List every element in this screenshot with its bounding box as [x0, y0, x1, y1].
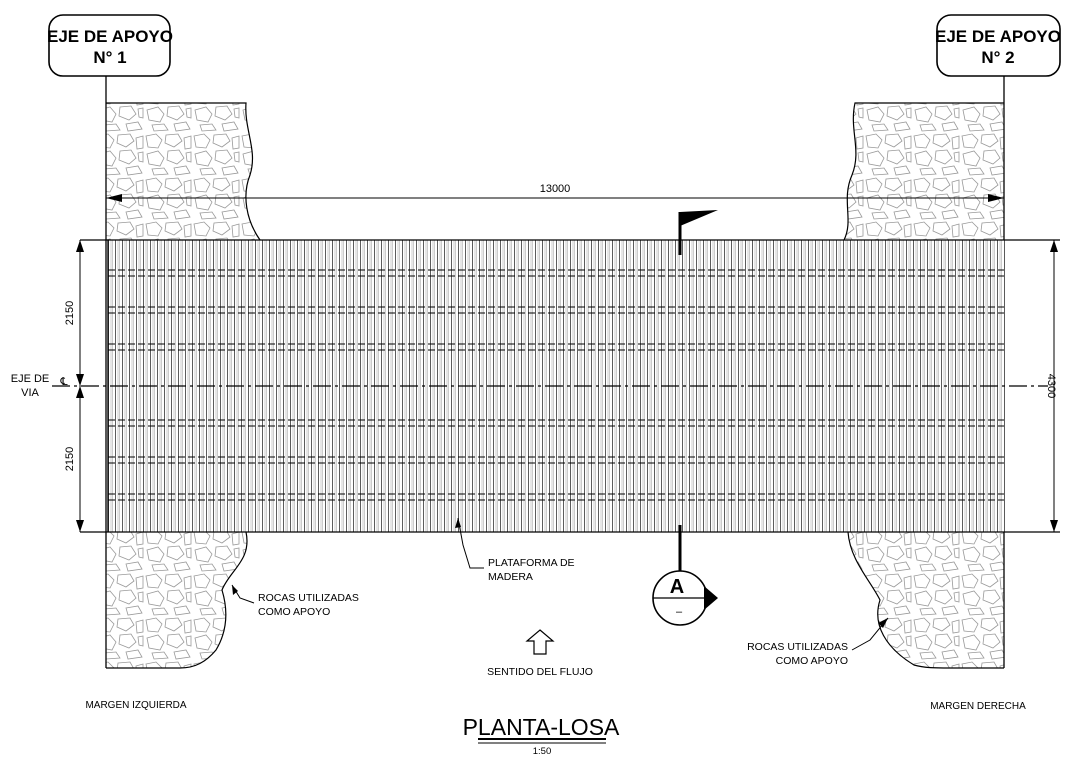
drawing-scale: 1:50: [533, 746, 552, 757]
platform-annotation-line2: MADERA: [488, 571, 533, 583]
total-width-value: 4300: [1045, 374, 1057, 398]
span-dimension-value: 13000: [540, 183, 571, 195]
section-marker-a: A –: [652, 525, 718, 626]
rock-support-top-left: [106, 102, 261, 241]
flow-direction-label: SENTIDO DEL FLUJO: [487, 666, 593, 678]
section-marker-letter: A: [670, 576, 684, 598]
rocks-annotation-left-line2: COMO APOYO: [258, 606, 330, 618]
half-width-top-value: 2150: [64, 301, 76, 325]
axis-label-line2: VIA: [21, 387, 39, 399]
rocks-annotation-left: ROCAS UTILIZADAS COMO APOYO: [231, 584, 359, 618]
platform-annotation: PLATAFORMA DE MADERA: [455, 517, 575, 583]
tag-number: N° 1: [93, 48, 126, 67]
tag-number: N° 2: [981, 48, 1014, 67]
rock-support-bottom-left: [106, 531, 248, 669]
span-dimension: 13000: [106, 183, 1004, 202]
platform-annotation-line1: PLATAFORMA DE: [488, 557, 575, 569]
road-axis-label: EJE DE VIA ℄: [11, 373, 68, 399]
section-cut-flag: [678, 210, 718, 255]
rocks-annotation-right-line1: ROCAS UTILIZADAS: [747, 641, 848, 653]
tag-frame: [936, 14, 1061, 77]
drawing-title-block: PLANTA-LOSA 1:50: [463, 714, 620, 757]
rocks-annotation-right-line2: COMO APOYO: [776, 655, 848, 667]
rocks-annotation-right: ROCAS UTILIZADAS COMO APOYO: [747, 617, 889, 667]
support-axis-tag-2: EJE DE APOYO N° 2: [935, 14, 1061, 77]
drawing-title: PLANTA-LOSA: [463, 714, 620, 740]
right-bank-label: MARGEN DERECHA: [930, 701, 1026, 712]
rock-support-bottom-right: [847, 531, 1004, 669]
tag-frame: [48, 14, 171, 77]
rocks-annotation-left-line1: ROCAS UTILIZADAS: [258, 592, 359, 604]
support-axis-tag-1: EJE DE APOYO N° 1: [47, 14, 173, 77]
rock-support-top-right: [843, 102, 1004, 241]
tag-title: EJE DE APOYO: [935, 27, 1061, 46]
half-width-bottom-value: 2150: [64, 447, 76, 471]
axis-label-line1: EJE DE: [11, 373, 50, 385]
flow-arrow-icon: [525, 629, 555, 655]
centerline-symbol: ℄: [59, 376, 67, 388]
half-width-dimensions: 2150 2150: [64, 240, 84, 532]
left-bank-label: MARGEN IZQUIERDA: [85, 700, 186, 711]
tag-title: EJE DE APOYO: [47, 27, 173, 46]
flow-direction: SENTIDO DEL FLUJO: [487, 629, 593, 678]
total-width-dimension: 4300: [1045, 240, 1058, 532]
section-marker-sheet: –: [676, 606, 683, 618]
